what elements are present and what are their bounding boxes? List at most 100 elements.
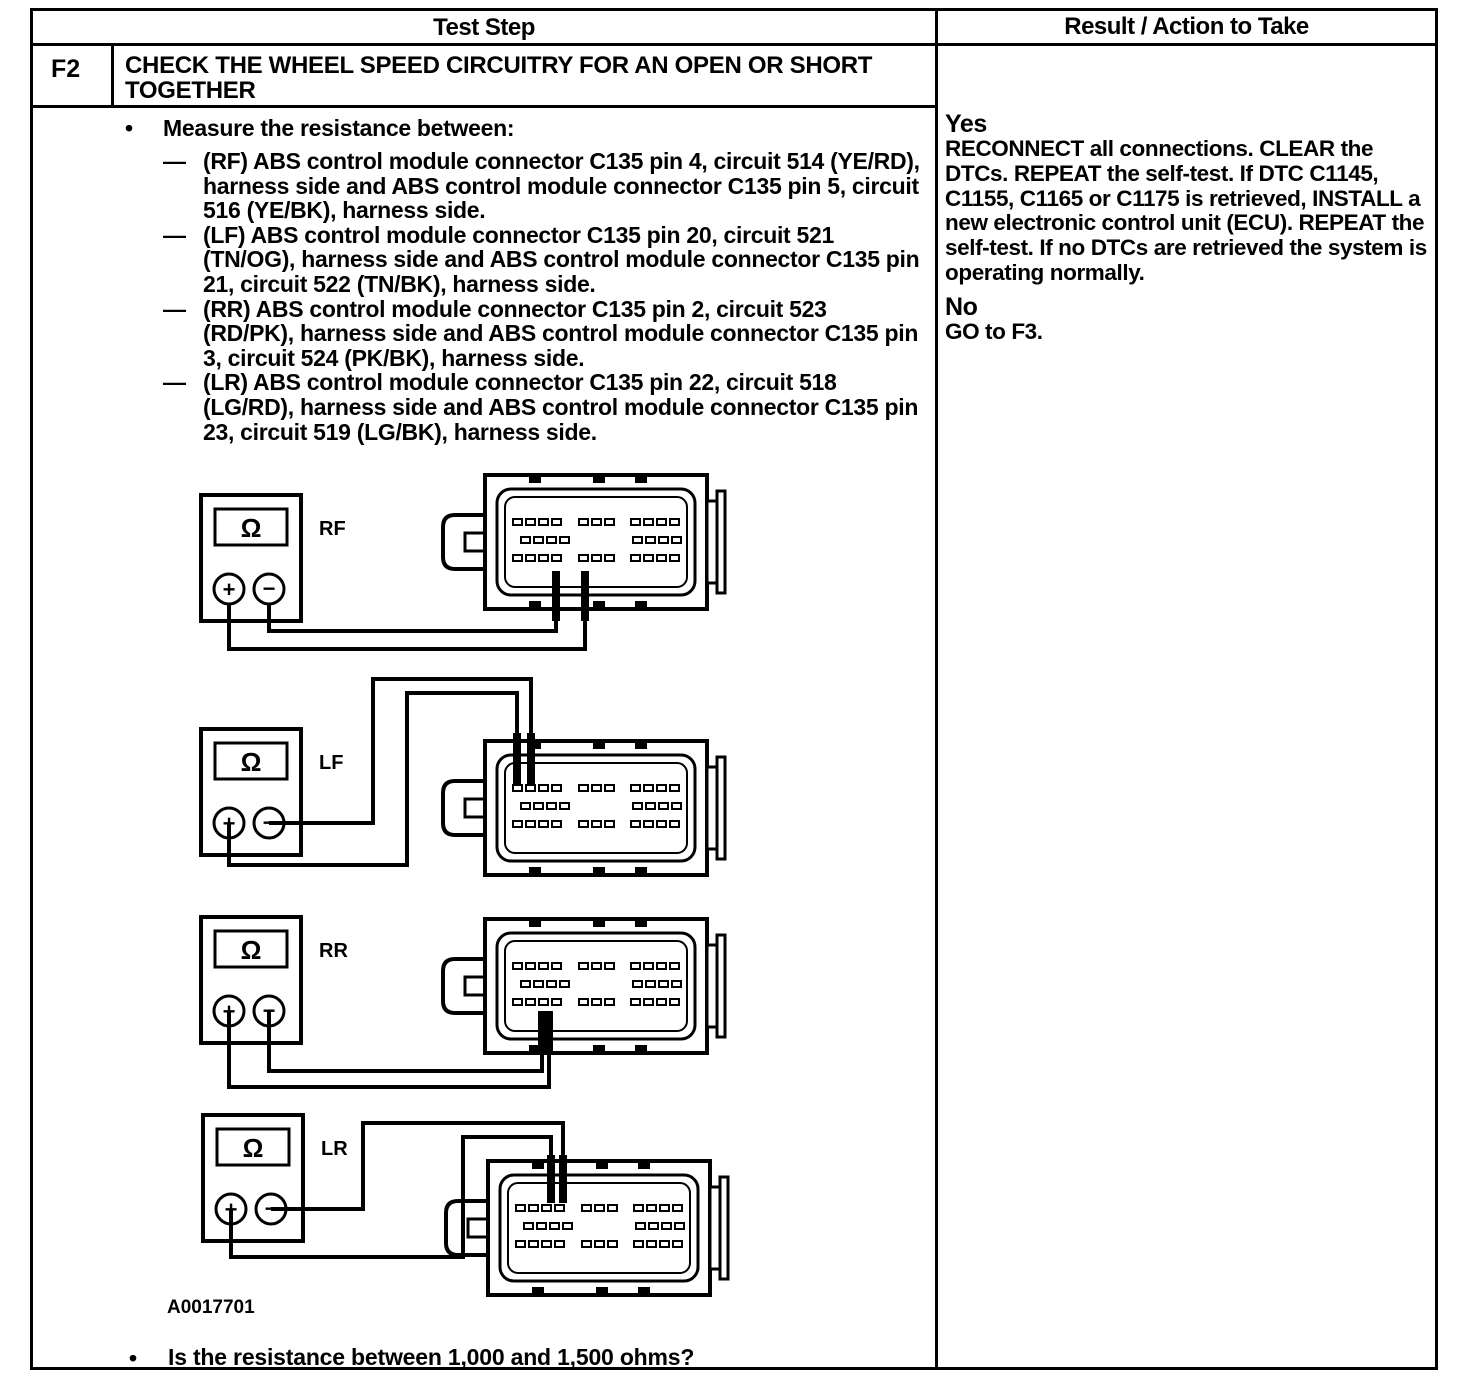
connector-pin bbox=[541, 1240, 552, 1248]
wheel-label: LR bbox=[321, 1138, 348, 1160]
connector-pin bbox=[512, 998, 523, 1006]
connector-pin bbox=[578, 518, 589, 526]
connector-latch bbox=[441, 513, 485, 571]
connector-pin bbox=[512, 820, 523, 828]
connector-rib bbox=[532, 1159, 544, 1169]
connector-pin bbox=[604, 518, 615, 526]
test-lead bbox=[269, 677, 533, 825]
connector-rib bbox=[593, 601, 605, 611]
connector-pin bbox=[643, 962, 654, 970]
wheel-label: LF bbox=[319, 752, 343, 774]
connector-pin bbox=[536, 1222, 547, 1230]
yes-label: Yes bbox=[945, 110, 987, 138]
connector-pin bbox=[525, 518, 536, 526]
connector-pin bbox=[559, 802, 570, 810]
connector-pin bbox=[607, 1204, 618, 1212]
connector-pin bbox=[630, 962, 641, 970]
connector-rib bbox=[529, 867, 541, 877]
connector-pin bbox=[591, 554, 602, 562]
connector-pin bbox=[546, 980, 557, 988]
connector-pin bbox=[669, 518, 680, 526]
connector-pin bbox=[671, 802, 682, 810]
meter-display bbox=[213, 929, 289, 969]
connector-pin bbox=[591, 784, 602, 792]
test-lead bbox=[227, 1011, 551, 1089]
meter-display bbox=[213, 741, 289, 781]
connector-pin bbox=[520, 802, 531, 810]
connector-rib bbox=[529, 473, 541, 483]
test-probe bbox=[527, 733, 535, 785]
connector-pin bbox=[538, 554, 549, 562]
test-probe bbox=[538, 1011, 546, 1055]
connector-latch-slot bbox=[463, 797, 485, 819]
connector-pin bbox=[656, 554, 667, 562]
connector-pin bbox=[594, 1204, 605, 1212]
connector-pin bbox=[632, 536, 643, 544]
list-item: —(LR) ABS control module connector C135 … bbox=[163, 370, 923, 444]
connector-latch bbox=[444, 1199, 488, 1257]
test-probe bbox=[547, 1155, 555, 1203]
test-probe bbox=[545, 1011, 553, 1055]
connector-pin bbox=[656, 962, 667, 970]
list-item: — (RF) ABS control module connector C135 … bbox=[163, 149, 923, 223]
figure-code: A0017701 bbox=[167, 1297, 255, 1318]
step-id-divider bbox=[111, 44, 114, 107]
connector-pin bbox=[607, 1240, 618, 1248]
connector-rib bbox=[638, 1287, 650, 1297]
connector-pin bbox=[630, 784, 641, 792]
dash-marker: — bbox=[163, 148, 186, 174]
connector-latch bbox=[441, 779, 485, 837]
test-question: Is the resistance between 1,000 and 1,50… bbox=[168, 1344, 695, 1370]
connector-pin bbox=[648, 1222, 659, 1230]
connector-pin bbox=[559, 980, 570, 988]
ohm-symbol: Ω bbox=[241, 747, 262, 777]
connector-pin bbox=[578, 554, 589, 562]
connector-pin bbox=[554, 1204, 565, 1212]
connector-pin bbox=[554, 1240, 565, 1248]
connector-pin bbox=[551, 820, 562, 828]
dash-marker: — bbox=[163, 221, 186, 248]
connector-rib bbox=[638, 1159, 650, 1169]
connector-pin bbox=[533, 536, 544, 544]
result-action-cell: Yes RECONNECT all connections. CLEAR the… bbox=[945, 111, 1430, 353]
minus-sign: − bbox=[263, 576, 276, 601]
connector-rib bbox=[593, 1045, 605, 1055]
no-text: GO to F3. bbox=[945, 318, 1043, 344]
connector-pin bbox=[525, 554, 536, 562]
connector-pin bbox=[671, 980, 682, 988]
ohm-symbol: Ω bbox=[241, 935, 262, 965]
connector-pin bbox=[656, 998, 667, 1006]
connector-pin bbox=[671, 536, 682, 544]
step-title: CHECK THE WHEEL SPEED CIRCUITRY FOR AN O… bbox=[125, 52, 873, 104]
connector-flange bbox=[718, 1175, 730, 1281]
connector-pin bbox=[669, 554, 680, 562]
connector-pin bbox=[633, 1204, 644, 1212]
dash-marker: — bbox=[163, 369, 186, 396]
connector-rib bbox=[635, 473, 647, 483]
connector-pin bbox=[632, 980, 643, 988]
connector-pin bbox=[512, 962, 523, 970]
connector-rib bbox=[529, 601, 541, 611]
connector-pin bbox=[658, 980, 669, 988]
measurement-text: (RF) ABS control module connector C135 p… bbox=[203, 148, 920, 224]
bullet-marker: • bbox=[125, 115, 133, 141]
connector-rib bbox=[593, 739, 605, 749]
connector-pin bbox=[515, 1204, 526, 1212]
connector-pin bbox=[551, 518, 562, 526]
connector-pin bbox=[635, 1222, 646, 1230]
no-label: No bbox=[945, 292, 978, 321]
connector-pin bbox=[669, 998, 680, 1006]
connector-pin bbox=[523, 1222, 534, 1230]
measurement-text: (RR) ABS control module connector C135 p… bbox=[203, 295, 919, 371]
connector-pin bbox=[672, 1240, 683, 1248]
connector-pin bbox=[645, 536, 656, 544]
connector-pin bbox=[604, 554, 615, 562]
connector-pin bbox=[525, 820, 536, 828]
connector-pin bbox=[581, 1240, 592, 1248]
connector-pin bbox=[630, 998, 641, 1006]
connector-pin bbox=[559, 536, 570, 544]
connector-pin bbox=[656, 518, 667, 526]
connector-pin bbox=[674, 1222, 685, 1230]
test-probe bbox=[581, 571, 589, 621]
connector-rib bbox=[635, 601, 647, 611]
